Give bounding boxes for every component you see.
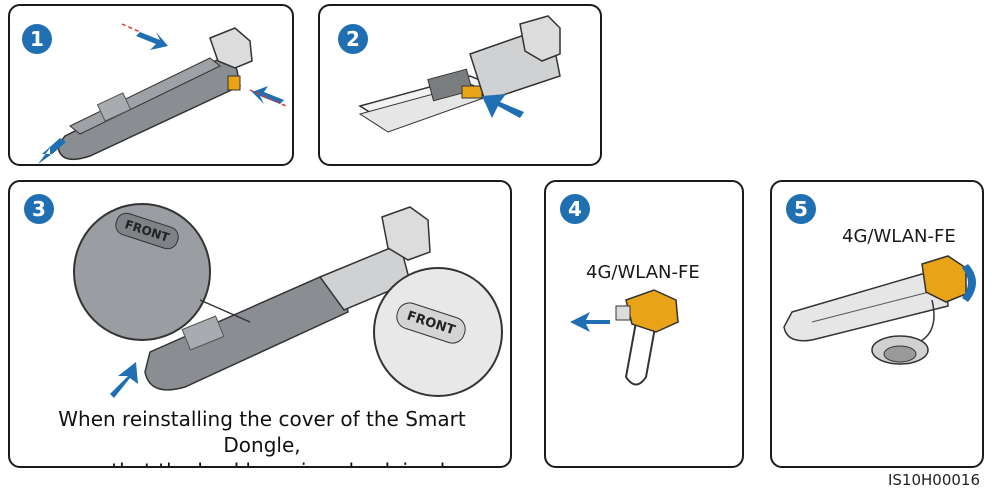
lanyard — [624, 321, 657, 386]
label-area — [96, 92, 132, 122]
label-area — [181, 315, 225, 351]
step-2-badge: 2 — [338, 24, 368, 54]
step-4-illustration — [570, 289, 679, 386]
step-5-panel: 5 4G/WLAN-FE — [770, 180, 984, 468]
device-type-label: 4G/WLAN-FE — [842, 226, 956, 247]
step-3-badge: 3 — [24, 194, 54, 224]
dongle-body — [57, 57, 241, 161]
connector-nut — [519, 15, 561, 62]
remove-arrow-icon — [570, 312, 610, 332]
sim-slot — [427, 68, 473, 102]
step-5-illustration — [783, 255, 976, 365]
caption-line-1: When reinstalling the cover of the Smart… — [58, 407, 466, 457]
arrow-top-icon — [136, 32, 168, 50]
step-3-illustration: FRONT FRONT — [73, 203, 503, 398]
reinstall-caption: When reinstalling the cover of the Smart… — [20, 406, 504, 466]
insert-arrow-icon — [482, 94, 524, 118]
caption-line-2: ensure that the buckle springs back in p… — [20, 458, 504, 466]
dongle-body — [783, 272, 949, 342]
step-5-badge: 5 — [786, 194, 816, 224]
figure-code: IS10H00016 — [887, 471, 980, 489]
step-4-badge: 4 — [560, 194, 590, 224]
device-type-label: 4G/WLAN-FE — [586, 262, 700, 283]
step-1-panel: 1 — [8, 4, 294, 166]
connector-nut — [381, 206, 431, 261]
step-2-panel: 2 — [318, 4, 602, 166]
step-1-badge: 1 — [22, 24, 52, 54]
arrow-right-icon — [252, 86, 284, 104]
connector-cap — [625, 289, 679, 333]
step-3-panel: 3 FRONT FRONT When reinstalling the cove… — [8, 180, 512, 468]
step-4-panel: 4 4G/WLAN-FE — [544, 180, 744, 468]
rotate-arrow-icon — [962, 264, 976, 302]
front-emboss-left — [115, 212, 179, 250]
step-1-illustration — [38, 23, 287, 164]
connector-nut — [209, 27, 253, 69]
cover-clip — [227, 75, 241, 91]
front-emboss-right — [396, 302, 466, 344]
arrow-down-left-icon — [38, 138, 66, 164]
step-2-illustration — [358, 15, 561, 133]
sim-card — [461, 85, 483, 99]
push-arrow-icon — [110, 362, 138, 398]
